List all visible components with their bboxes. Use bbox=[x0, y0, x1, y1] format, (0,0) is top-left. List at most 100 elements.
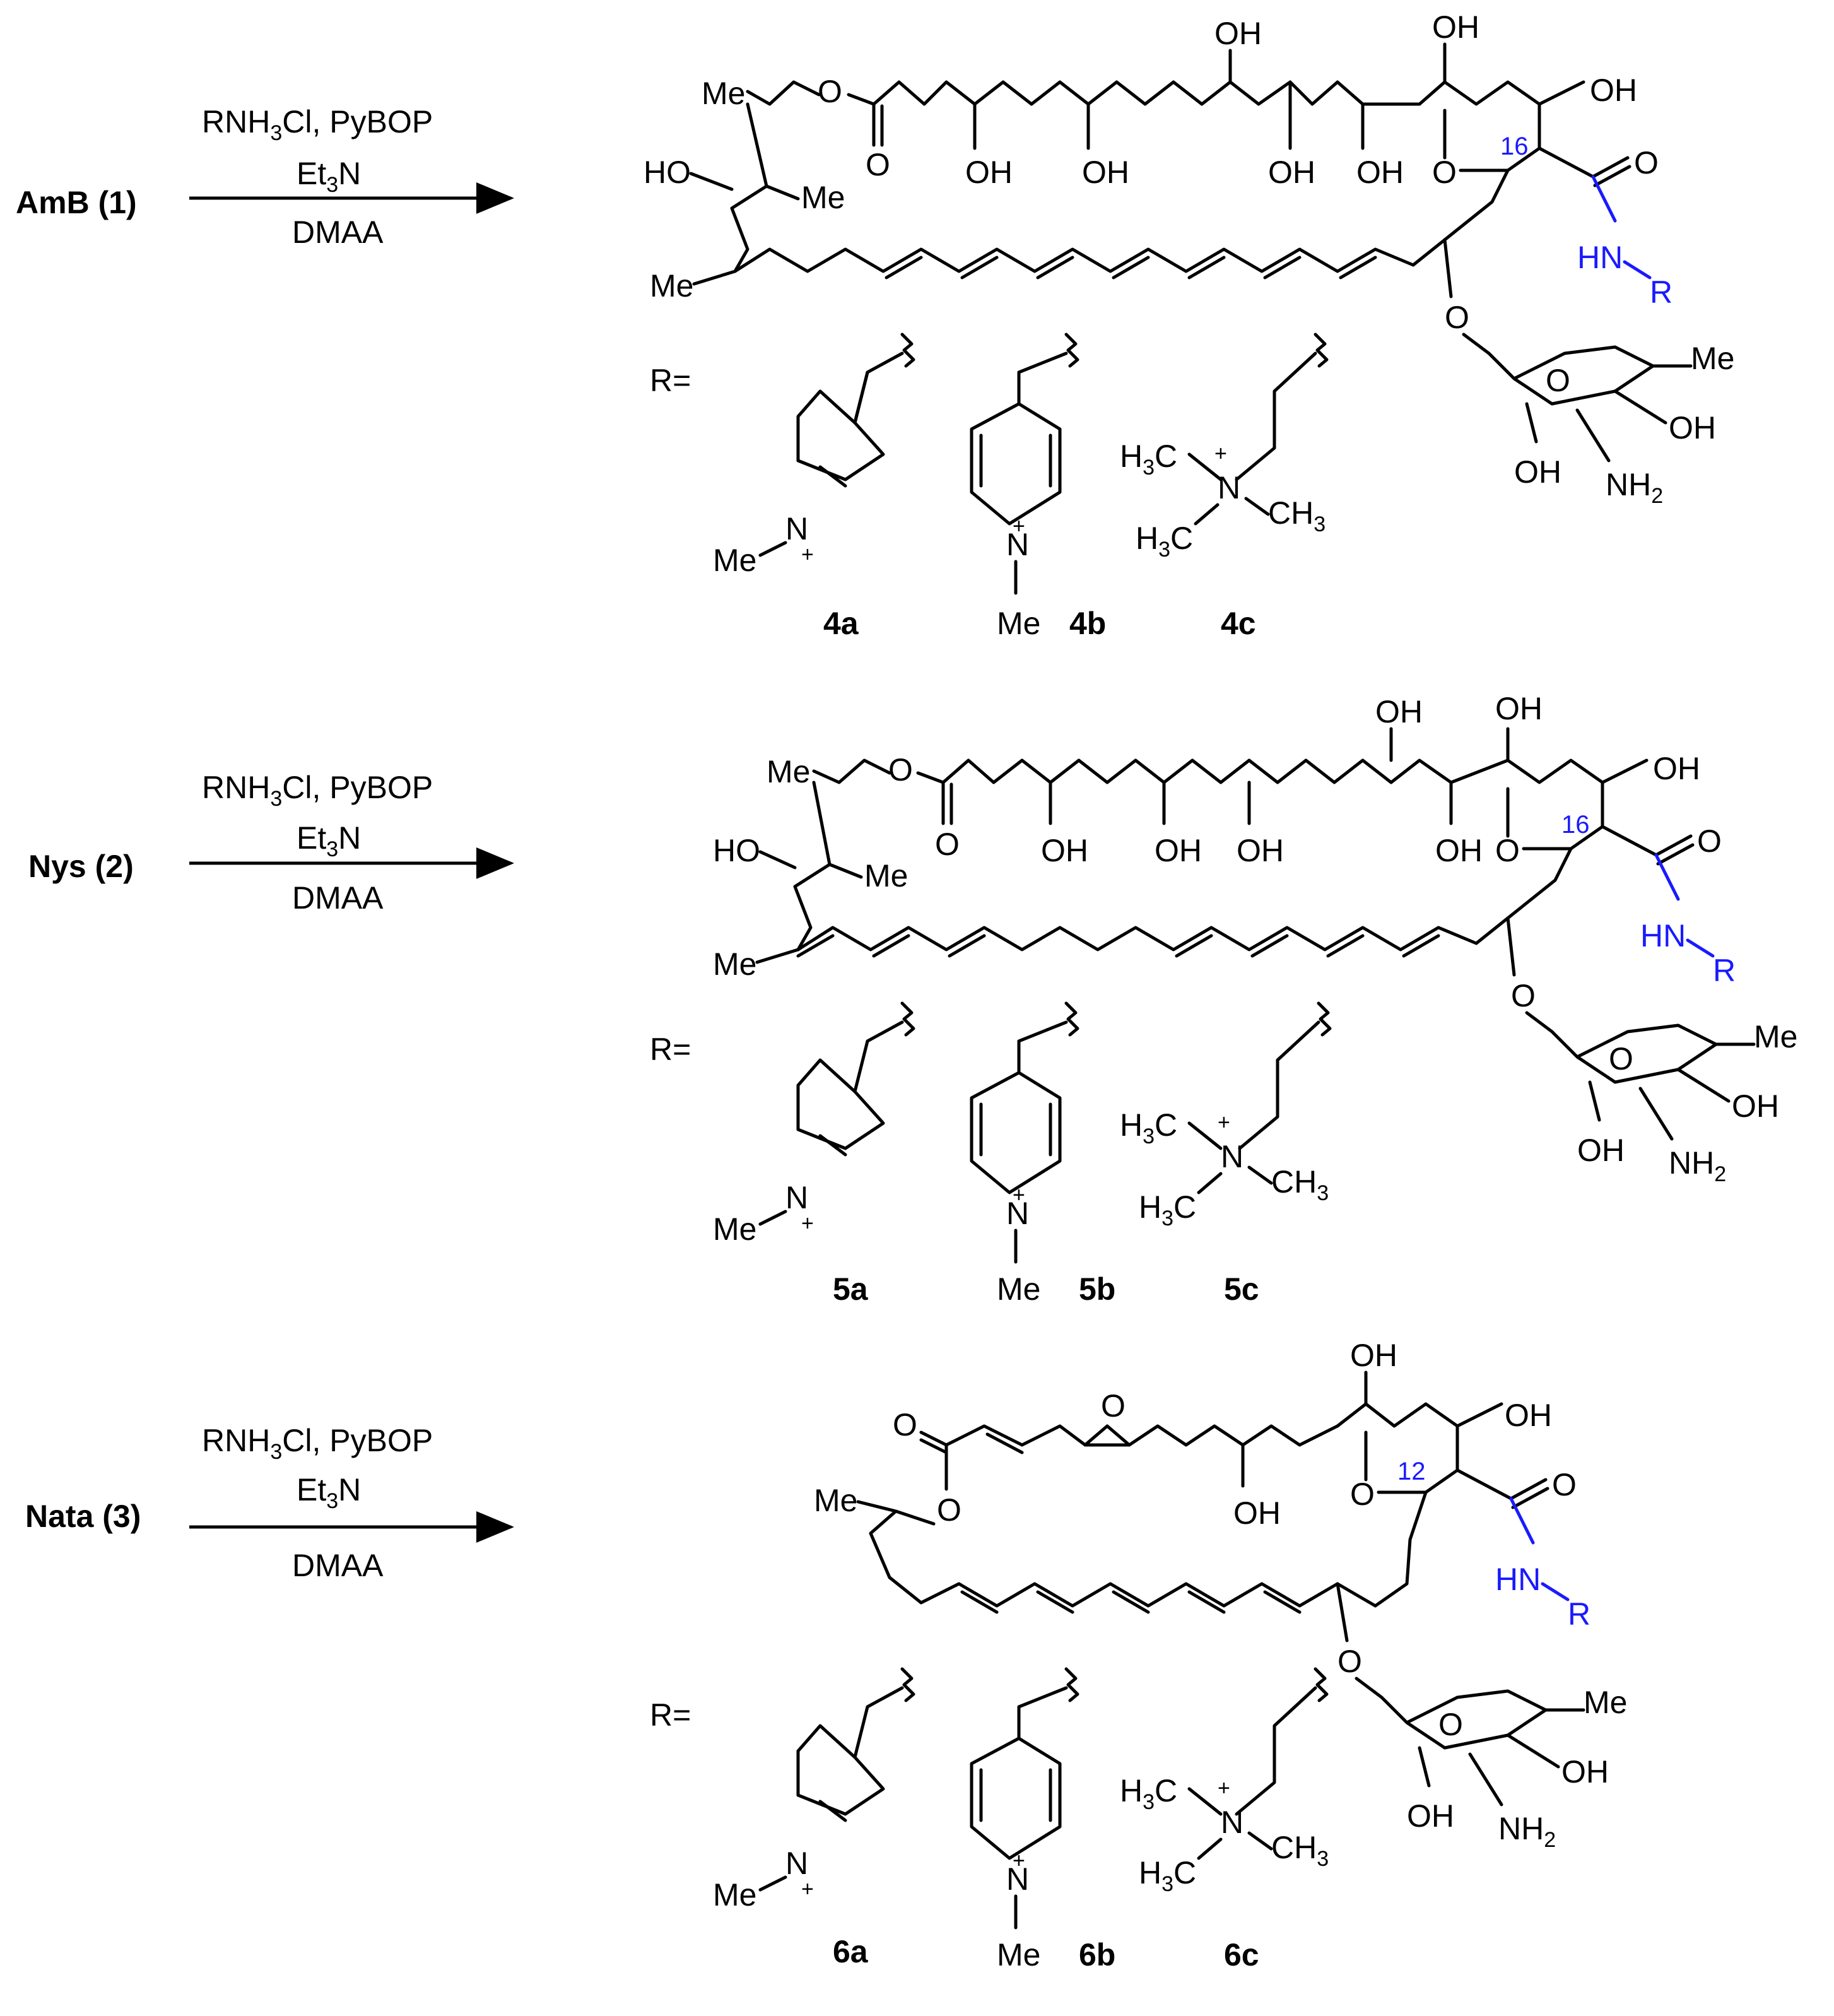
svg-text:HN: HN bbox=[1640, 918, 1686, 953]
r-prefix: R= bbox=[650, 1032, 691, 1067]
svg-text:HO: HO bbox=[713, 833, 760, 868]
svg-text:+: + bbox=[1218, 1111, 1230, 1135]
svg-text:O: O bbox=[1609, 1041, 1633, 1076]
svg-text:Me: Me bbox=[767, 754, 810, 789]
svg-text:Me: Me bbox=[713, 543, 756, 578]
reagent-line-3: DMAA bbox=[292, 215, 384, 250]
svg-text:Me: Me bbox=[713, 1211, 756, 1247]
compound-label: 4a bbox=[823, 606, 859, 641]
svg-text:O: O bbox=[1101, 1388, 1126, 1424]
reactant-label: AmB (1) bbox=[16, 185, 137, 220]
svg-text:OH: OH bbox=[1669, 410, 1716, 445]
svg-text:+: + bbox=[1013, 1183, 1025, 1207]
svg-text:Me: Me bbox=[997, 1937, 1040, 1972]
svg-text:O: O bbox=[866, 147, 890, 182]
svg-text:Me: Me bbox=[864, 858, 908, 893]
svg-text:OH: OH bbox=[1432, 9, 1479, 45]
svg-text:O: O bbox=[935, 827, 960, 862]
svg-text:OH: OH bbox=[965, 155, 1013, 190]
svg-text:+: + bbox=[1013, 514, 1025, 538]
svg-text:OH: OH bbox=[1082, 155, 1129, 190]
svg-text:OH: OH bbox=[1561, 1754, 1609, 1789]
svg-text:H3C: H3C bbox=[1120, 1773, 1177, 1814]
svg-text:+: + bbox=[801, 1211, 814, 1235]
svg-text:Me: Me bbox=[650, 268, 693, 304]
svg-text:+: + bbox=[801, 1877, 814, 1901]
svg-text:NH2: NH2 bbox=[1606, 467, 1663, 508]
svg-text:OH: OH bbox=[1435, 833, 1483, 868]
substituent-a: N + Me 6a bbox=[713, 1667, 915, 1969]
svg-text:Me: Me bbox=[1584, 1685, 1627, 1720]
svg-text:Me: Me bbox=[814, 1483, 857, 1518]
compound-label: 5c bbox=[1224, 1271, 1259, 1307]
substituent-c: H3C N + CH3 H3C 6c bbox=[1120, 1667, 1329, 1972]
svg-text:N: N bbox=[1006, 1861, 1029, 1897]
svg-text:N: N bbox=[785, 1180, 808, 1215]
substituent-a: N + Me 5a bbox=[713, 1001, 915, 1307]
substituent-b: N + Me 6b bbox=[970, 1667, 1115, 1972]
svg-text:O: O bbox=[888, 752, 913, 787]
svg-text:OH: OH bbox=[1375, 694, 1423, 729]
reaction-1: AmB (1) RNH3Cl, PyBOP Et3N DMAA Me O O O… bbox=[16, 9, 1734, 641]
svg-text:H3C: H3C bbox=[1139, 1189, 1196, 1230]
svg-text:H3C: H3C bbox=[1136, 521, 1193, 562]
svg-text:O: O bbox=[1438, 1707, 1463, 1742]
reactant-label: Nys (2) bbox=[28, 849, 134, 884]
svg-text:HN: HN bbox=[1577, 240, 1623, 275]
reaction-2: Nys (2) RNH3Cl, PyBOP Et3N DMAA Me O O O… bbox=[28, 691, 1797, 1307]
position-label: 16 bbox=[1500, 133, 1529, 160]
svg-text:O: O bbox=[818, 74, 842, 109]
svg-text:OH: OH bbox=[1214, 16, 1262, 51]
svg-text:+: + bbox=[1013, 1849, 1025, 1873]
svg-text:OH: OH bbox=[1268, 155, 1315, 190]
substituent-c: H3C N + CH3 H3C 4c bbox=[1120, 333, 1329, 641]
svg-text:R: R bbox=[1568, 1596, 1590, 1632]
svg-text:OH: OH bbox=[1041, 833, 1088, 868]
position-label: 12 bbox=[1397, 1458, 1426, 1485]
svg-text:O: O bbox=[1697, 823, 1722, 859]
svg-text:O: O bbox=[1634, 145, 1659, 180]
svg-text:Me: Me bbox=[801, 180, 845, 215]
svg-text:O: O bbox=[1511, 978, 1536, 1013]
svg-text:HO: HO bbox=[644, 155, 691, 190]
svg-text:+: + bbox=[1218, 1776, 1230, 1800]
svg-text:H3C: H3C bbox=[1139, 1855, 1196, 1896]
compound-label: 5b bbox=[1079, 1271, 1115, 1307]
r-prefix: R= bbox=[650, 363, 691, 398]
svg-text:Me: Me bbox=[713, 946, 756, 982]
svg-text:+: + bbox=[801, 543, 814, 567]
svg-text:O: O bbox=[1337, 1644, 1362, 1679]
svg-text:Me: Me bbox=[997, 606, 1040, 641]
svg-text:OH: OH bbox=[1732, 1088, 1779, 1124]
svg-text:CH3: CH3 bbox=[1271, 1830, 1329, 1871]
svg-text:H3C: H3C bbox=[1120, 1107, 1177, 1148]
substituent-b: N + Me 5b bbox=[970, 1001, 1115, 1307]
svg-text:+: + bbox=[1214, 442, 1227, 466]
svg-text:Me: Me bbox=[1691, 341, 1734, 376]
substituent-c: H3C N + CH3 H3C 5c bbox=[1120, 1001, 1332, 1307]
svg-text:HN: HN bbox=[1495, 1562, 1541, 1597]
macrolide-core: Me O O OH OH OH OH OH OH O 16 bbox=[713, 691, 1797, 1186]
reagent-line-2: Et3N bbox=[297, 1472, 361, 1513]
compound-label: 4b bbox=[1069, 606, 1106, 641]
svg-text:CH3: CH3 bbox=[1271, 1164, 1329, 1205]
svg-text:N: N bbox=[1006, 527, 1029, 562]
reagent-line-1: RNH3Cl, PyBOP bbox=[202, 104, 433, 145]
svg-text:OH: OH bbox=[1495, 691, 1543, 726]
svg-text:OH: OH bbox=[1577, 1133, 1625, 1168]
reagent-line-3: DMAA bbox=[292, 1548, 384, 1583]
svg-text:O: O bbox=[1432, 155, 1457, 190]
atom-label: Me bbox=[702, 76, 745, 111]
svg-text:OH: OH bbox=[1590, 73, 1637, 108]
svg-text:R: R bbox=[1650, 274, 1672, 310]
svg-text:OH: OH bbox=[1407, 1798, 1454, 1834]
svg-text:OH: OH bbox=[1505, 1398, 1552, 1433]
svg-text:O: O bbox=[937, 1492, 961, 1528]
svg-text:H3C: H3C bbox=[1120, 439, 1177, 480]
compound-label: 4c bbox=[1221, 606, 1256, 641]
svg-text:OH: OH bbox=[1653, 751, 1700, 786]
reagent-line-2: Et3N bbox=[297, 156, 361, 197]
svg-text:N: N bbox=[1221, 1139, 1243, 1174]
svg-text:N: N bbox=[1006, 1196, 1029, 1231]
svg-text:N: N bbox=[785, 511, 808, 546]
